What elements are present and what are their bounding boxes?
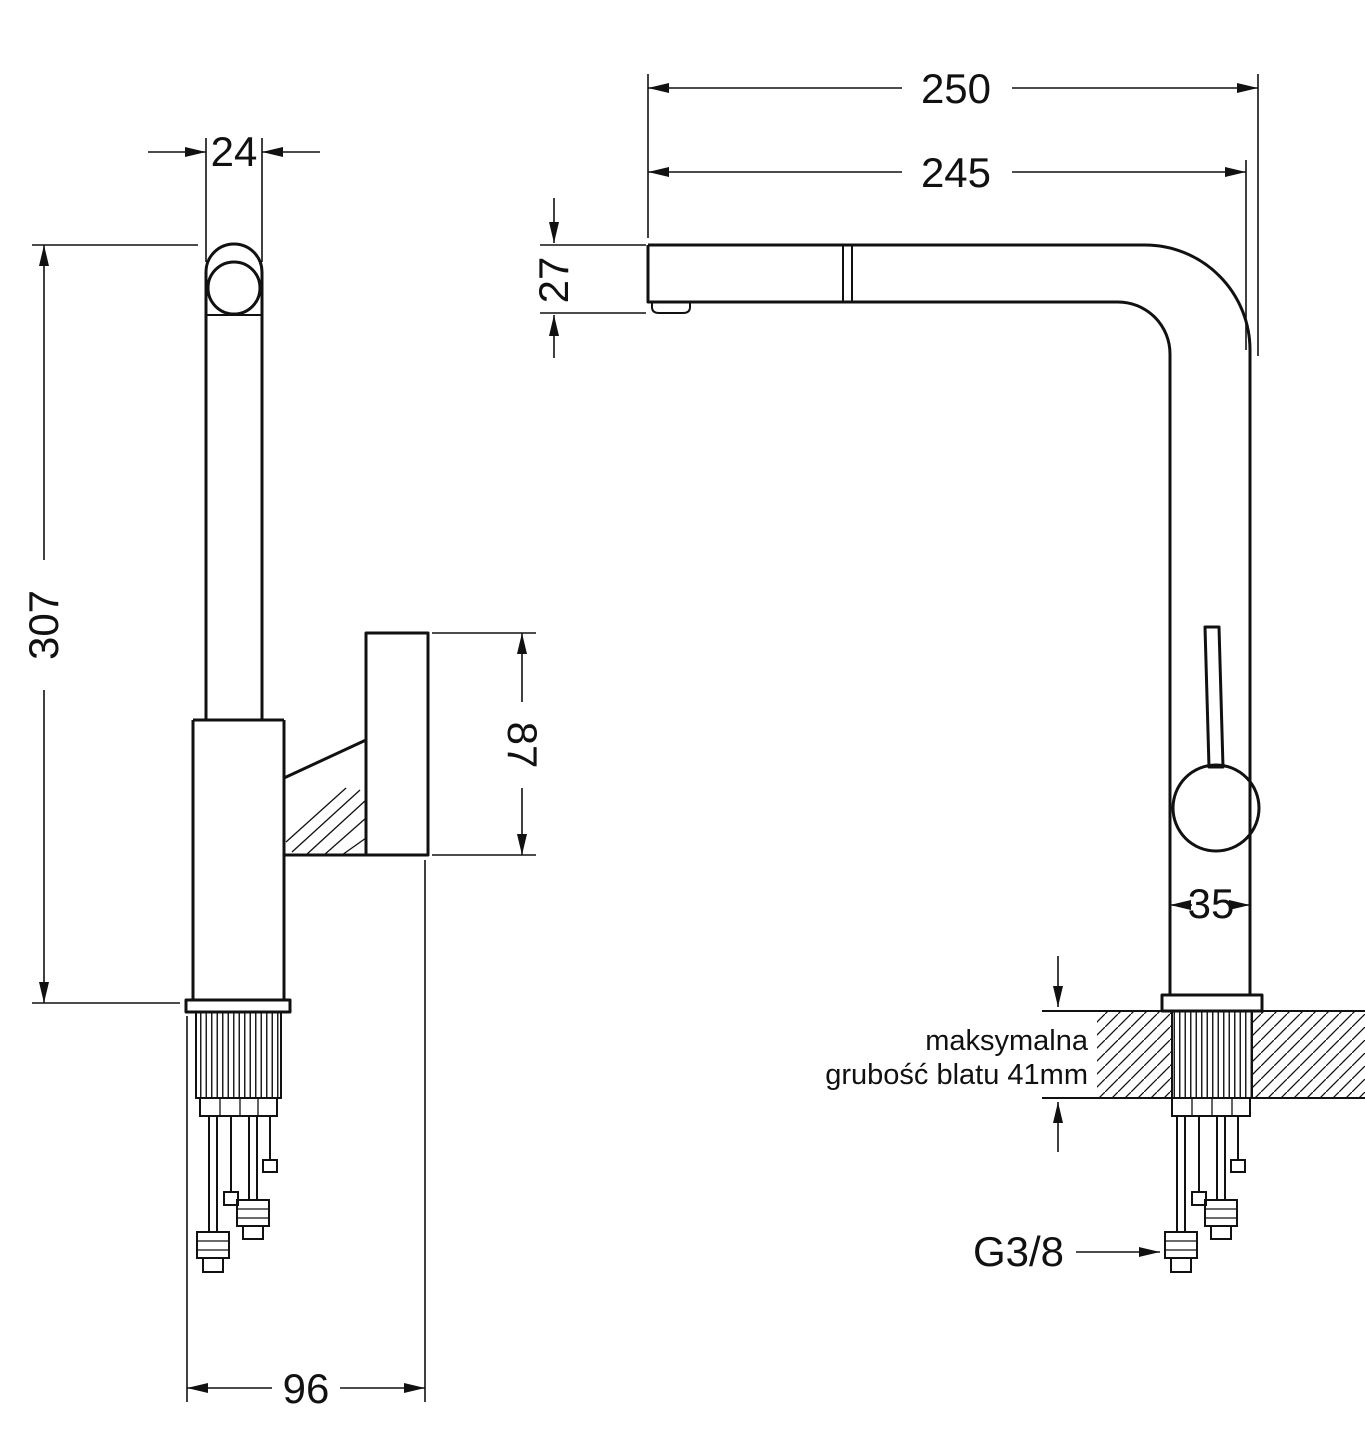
dim-body-width-label: 35 — [1188, 880, 1235, 927]
front-view — [646, 243, 1365, 1273]
side-view-mounting-hardware — [196, 1097, 278, 1273]
dim-handle-length-label: 87 — [499, 722, 546, 769]
threaded-shank — [1171, 1010, 1253, 1099]
countertop-hatch — [1252, 1011, 1365, 1098]
dim-spout-reach-label: 245 — [921, 149, 991, 196]
dim-spout-reach: 245 — [648, 149, 1247, 350]
countertop-note-line1: maksymalna — [925, 1025, 1089, 1057]
dim-spout-width-label: 24 — [211, 128, 258, 175]
mounting-stud-nut — [223, 1191, 239, 1206]
threaded-shank — [195, 1011, 282, 1099]
countertop-note: maksymalna grubość blatu 41mm — [825, 1025, 1089, 1091]
side-view-handle — [282, 631, 430, 857]
countertop-hatch — [1097, 1011, 1172, 1098]
handle-wedge — [282, 738, 368, 857]
front-view-lever — [1171, 625, 1261, 853]
front-view-countertop — [1042, 1010, 1365, 1099]
spout-outer-outline — [648, 243, 1252, 995]
mounting-stud-nut — [1191, 1191, 1207, 1206]
thread-size-callout: G3/8 — [973, 1228, 1160, 1275]
countertop-note-line2: grubość blatu 41mm — [825, 1059, 1088, 1091]
mounting-stud-nut — [262, 1159, 278, 1173]
spout-pipe-outline — [204, 242, 264, 720]
handle-pad — [364, 631, 430, 857]
dim-spout-tip-height-label: 27 — [530, 257, 577, 304]
hose-fitting — [1164, 1231, 1198, 1259]
hose-fitting — [1204, 1199, 1238, 1227]
dim-spout-tip-height: 27 — [530, 198, 646, 358]
lever-stick — [1203, 625, 1225, 769]
dim-total-height-label: 307 — [20, 590, 67, 660]
mounting-washer — [1171, 1097, 1251, 1117]
side-view-spout — [204, 242, 264, 720]
dim-total-reach: 250 — [647, 65, 1259, 356]
mounting-stud-nut — [1230, 1159, 1246, 1173]
side-view-body — [184, 718, 292, 1014]
side-view — [184, 242, 430, 1273]
lever-joint-circle — [1171, 763, 1261, 853]
dim-total-reach-label: 250 — [921, 65, 991, 112]
spout-inner-outline — [695, 300, 1172, 995]
dim-body-width: 35 — [1170, 880, 1250, 927]
dim-total-height: 307 — [20, 244, 198, 1004]
aerator — [651, 302, 691, 314]
dim-spout-width: 24 — [148, 128, 320, 262]
dim-base-reach-label: 96 — [283, 1365, 330, 1412]
spout-tip — [646, 245, 695, 304]
dim-base-reach: 96 — [186, 860, 426, 1412]
base-flange — [1160, 993, 1264, 1013]
front-view-spout — [646, 243, 1252, 995]
hose-fitting — [236, 1199, 270, 1227]
hose-fitting — [196, 1231, 230, 1259]
front-view-mounting-hardware — [1164, 1097, 1251, 1273]
mounting-washer — [199, 1097, 278, 1117]
dim-handle-length: 87 — [432, 632, 546, 856]
thread-size-label: G3/8 — [973, 1228, 1064, 1275]
spout-head-circle — [206, 260, 262, 316]
base-flange — [184, 998, 292, 1014]
